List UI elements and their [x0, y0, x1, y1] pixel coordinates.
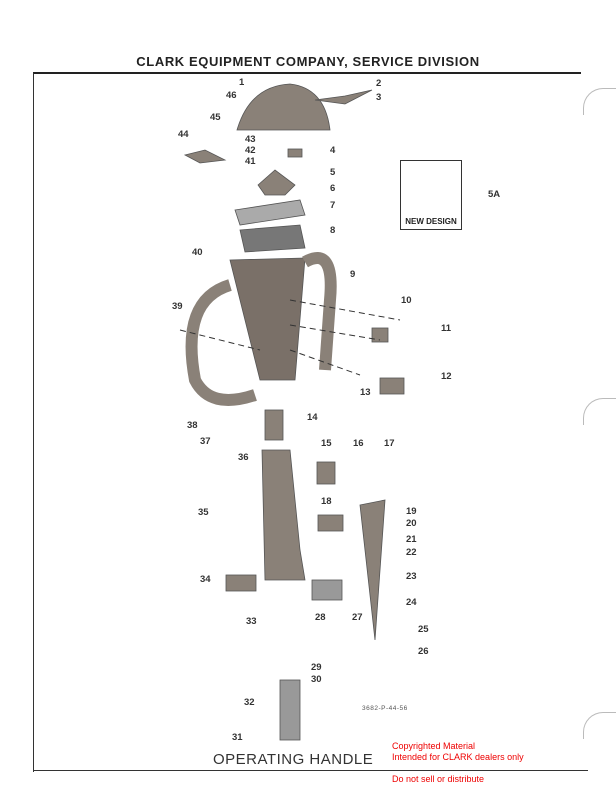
callout: 17 [384, 438, 395, 449]
callout: 22 [406, 547, 417, 558]
part-7-plate [234, 199, 306, 226]
callout: 23 [406, 571, 417, 582]
bottom-rule [33, 770, 588, 771]
drawing-code: 3682-P-44-56 [362, 705, 408, 712]
watermark-line: Intended for CLARK dealers only [392, 752, 524, 762]
callout: 25 [418, 624, 429, 635]
part-8-switch [239, 224, 306, 253]
callout: 46 [226, 90, 237, 101]
callout: 10 [401, 295, 412, 306]
callout: 27 [352, 612, 363, 623]
callout: 16 [353, 438, 364, 449]
part-lower-arm [261, 449, 306, 581]
callout: 32 [244, 697, 255, 708]
callout: 21 [406, 534, 417, 545]
part-cover [236, 83, 331, 131]
binder-hole [583, 88, 616, 115]
part-4 [287, 148, 303, 158]
callout: 28 [315, 612, 326, 623]
leader-dashed [289, 299, 401, 321]
part-34 [225, 574, 257, 592]
callout: 3 [376, 92, 382, 103]
part-5 [257, 169, 296, 196]
callout: 15 [321, 438, 332, 449]
part-32-spring [279, 679, 301, 741]
callout: 5 [330, 167, 336, 178]
callout: 35 [198, 507, 209, 518]
callout: 36 [238, 452, 249, 463]
watermark-line: Copyrighted Material [392, 741, 476, 751]
callout: 30 [311, 674, 322, 685]
callout: 8 [330, 225, 336, 236]
inset-label: NEW DESIGN [405, 217, 457, 226]
callout: 4 [330, 145, 336, 156]
part-18 [317, 514, 344, 532]
callout: 29 [311, 662, 322, 673]
part-lever [314, 89, 373, 105]
leader-dashed [289, 324, 381, 341]
binder-hole [583, 398, 616, 425]
callout: 2 [376, 78, 382, 89]
part-14 [264, 409, 284, 441]
callout: 40 [192, 247, 203, 258]
callout: 1 [239, 77, 245, 88]
part-11 [371, 327, 389, 343]
callout: 44 [178, 129, 189, 140]
callout: 12 [441, 371, 452, 382]
diagram-frame [33, 72, 581, 772]
callout: 9 [350, 269, 356, 280]
page-title: OPERATING HANDLE [213, 751, 374, 768]
handle-loop-left [185, 279, 257, 406]
callout: 7 [330, 200, 336, 211]
callout: 42 [245, 145, 256, 156]
callout: 19 [406, 506, 417, 517]
callout: 11 [441, 323, 452, 334]
watermark-line: Do not sell or distribute [392, 774, 485, 784]
leader-dashed [179, 329, 261, 351]
callout: 5A [488, 189, 501, 200]
new-design-inset: NEW DESIGN [400, 160, 462, 230]
callout: 41 [245, 156, 256, 167]
binder-hole [583, 712, 616, 739]
callout: 45 [210, 112, 221, 123]
callout: 20 [406, 518, 417, 529]
part-lever-44 [183, 149, 227, 164]
callout: 39 [172, 301, 183, 312]
part-28-spring [311, 579, 343, 601]
part-9-housing [229, 257, 306, 381]
callout: 26 [418, 646, 429, 657]
callout: 34 [200, 574, 211, 585]
callout: 43 [245, 134, 256, 145]
part-12 [379, 377, 405, 395]
callout: 37 [200, 436, 211, 447]
part-linkage [359, 499, 386, 641]
page-header: CLARK EQUIPMENT COMPANY, SERVICE DIVISIO… [136, 54, 480, 69]
callout: 31 [232, 732, 243, 743]
callout: 18 [321, 496, 332, 507]
leader-dashed [289, 349, 361, 376]
callout: 33 [246, 616, 257, 627]
callout: 24 [406, 597, 417, 608]
part-15 [316, 461, 336, 485]
callout: 38 [187, 420, 198, 431]
callout: 13 [360, 387, 371, 398]
handle-loop-right [302, 252, 337, 371]
callout: 14 [307, 412, 318, 423]
callout: 6 [330, 183, 336, 194]
